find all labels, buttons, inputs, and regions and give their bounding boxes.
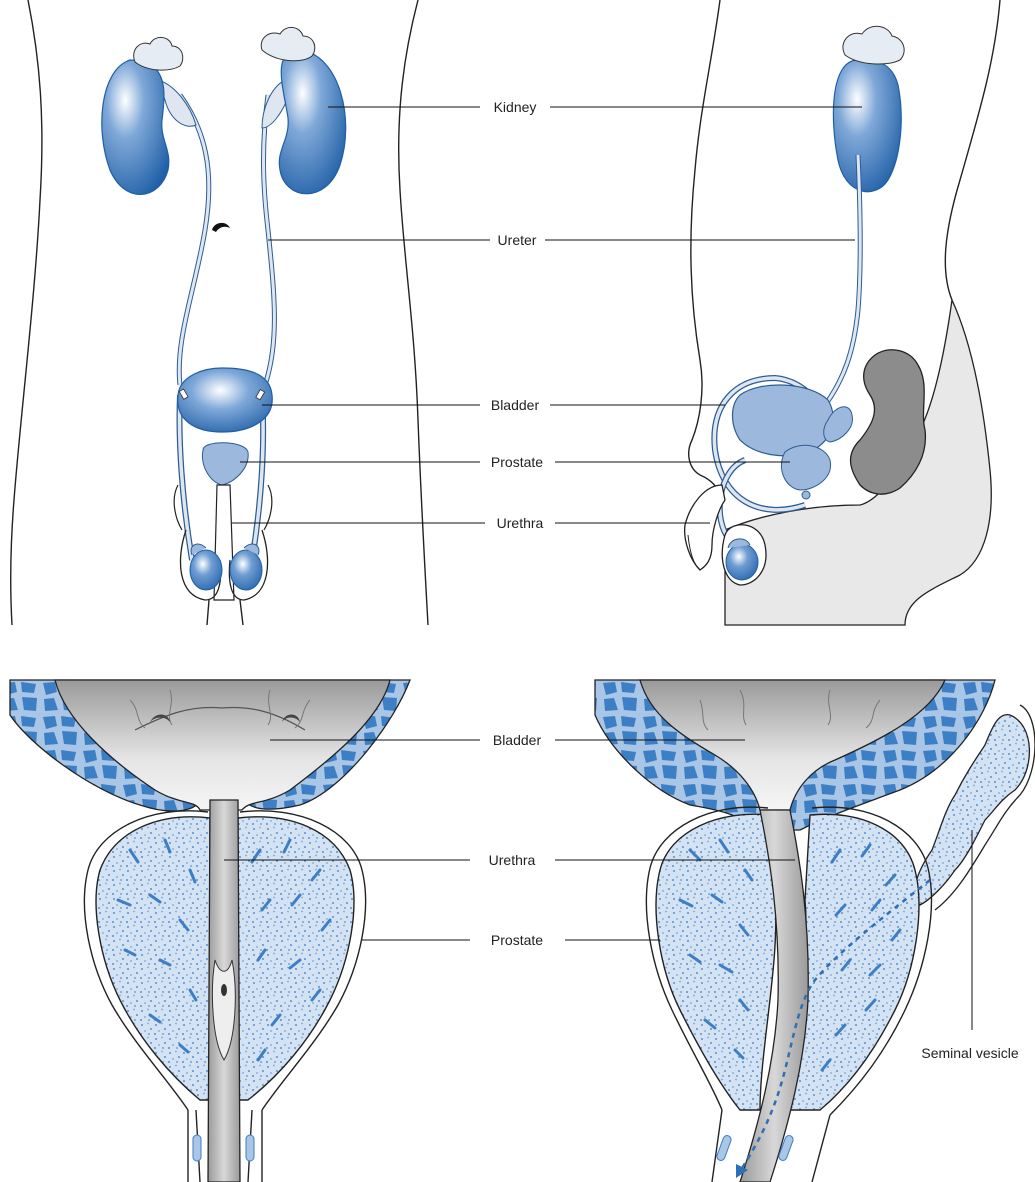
back-outline <box>945 0 1000 300</box>
adrenal-side <box>843 26 904 64</box>
kidney-left <box>102 60 169 194</box>
front-outline <box>689 0 720 475</box>
label-bladder-top: Bladder <box>491 397 540 413</box>
label-ureter: Ureter <box>498 232 537 248</box>
label-bladder-bottom: Bladder <box>493 732 542 748</box>
ureter-side <box>820 155 860 412</box>
body-outline-right <box>399 0 428 625</box>
penis-side <box>685 485 725 570</box>
label-kidney: Kidney <box>494 99 537 115</box>
prostate-section-side <box>595 680 1035 1182</box>
adrenal-left <box>134 37 183 70</box>
label-urethra-top: Urethra <box>497 515 544 531</box>
front-view-figure <box>11 0 428 625</box>
testis-right <box>230 550 262 590</box>
side-view-figure <box>685 0 1000 625</box>
label-prostate-bottom: Prostate <box>491 932 543 948</box>
prostate-front <box>202 443 248 485</box>
rectum <box>851 350 926 494</box>
prostate-lobe-left <box>96 817 210 1100</box>
testis-side <box>726 544 758 580</box>
prostate-lobe-posterior <box>790 814 919 1110</box>
adrenal-right <box>261 27 315 60</box>
label-prostate-top: Prostate <box>491 454 543 470</box>
label-urethra-bottom: Urethra <box>489 852 536 868</box>
label-seminal-vesicle: Seminal vesicle <box>921 1045 1018 1061</box>
kidney-right <box>279 50 345 194</box>
prostate-lobe-anterior <box>656 814 776 1110</box>
navel <box>212 223 230 232</box>
bladder-side <box>733 385 834 456</box>
bladder-front <box>178 368 273 432</box>
prostate-section-front <box>10 680 410 1182</box>
kidney-side <box>833 60 901 192</box>
testis-left <box>190 550 222 590</box>
prostate-side <box>781 445 830 490</box>
body-outline-left <box>11 0 42 625</box>
